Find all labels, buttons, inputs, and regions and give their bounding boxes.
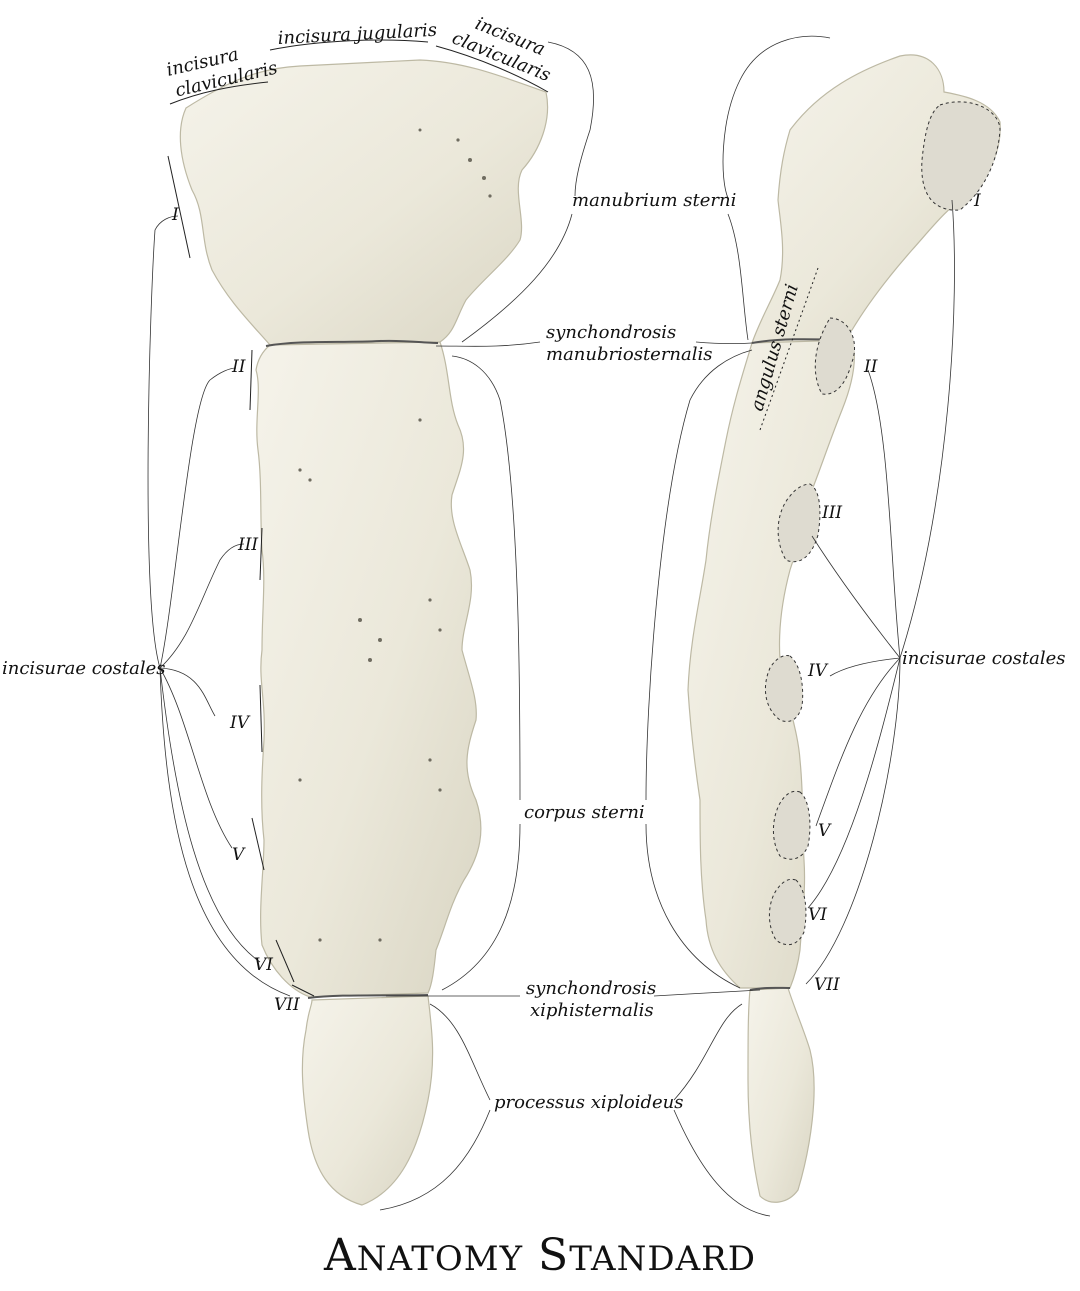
brace-clavicularis-right [435, 45, 549, 93]
rib-front-VI: VI [254, 955, 273, 975]
brand-wordmark: ANATOMY STANDARD [323, 1230, 756, 1281]
facet-I [921, 101, 1001, 211]
brace-clavicularis-left [169, 81, 269, 105]
rib-front-IV: IV [229, 713, 251, 733]
rib-side-V: V [818, 821, 832, 841]
costal-facets-side [764, 101, 1001, 946]
rib-front-III: III [237, 535, 258, 555]
rib-front-VII: VII [274, 995, 300, 1015]
rib-side-III: III [821, 503, 842, 523]
rib-side-IV: IV [807, 661, 829, 681]
rib-side-VI: VI [808, 905, 827, 925]
label-incisurae-costales-right: incisurae costales [902, 648, 1066, 669]
angulus-sterni-line [759, 267, 819, 431]
xiphoid-front [301, 995, 434, 1206]
rib-side-VII: VII [814, 975, 840, 995]
rib-side-II: II [863, 357, 878, 377]
brace-jugularis [269, 39, 429, 51]
label-corpus-sterni: corpus sterni [524, 802, 645, 823]
label-incisurae-costales-left: incisurae costales [2, 658, 166, 679]
rib-front-II: II [231, 357, 246, 377]
corpus-sterni-side [687, 339, 855, 989]
leader-lines [147, 35, 955, 1217]
sternum-front-view [167, 59, 549, 1206]
facet-V [773, 790, 811, 860]
rib-side-I: I [973, 191, 981, 211]
facet-III [777, 483, 821, 563]
facet-VI [769, 878, 807, 946]
bone-pores-front [298, 128, 492, 942]
manubriosternal-suture-front [265, 339, 439, 347]
label-synchondrosis-manubriosternalis-2: manubriosternalis [546, 344, 713, 365]
facet-II [814, 317, 856, 395]
label-synchondrosis-xiphisternalis-2: xiphisternalis [530, 1000, 654, 1021]
label-synchondrosis-xiphisternalis-1: synchondrosis [526, 978, 656, 999]
label-processus-xiphoideus: processus xiploideus [494, 1092, 684, 1113]
top-braces [169, 39, 549, 105]
xiphisternal-suture-front [307, 994, 429, 999]
label-manubrium-sterni: manubrium sterni [572, 190, 736, 211]
sternum-side-view [687, 54, 1001, 1203]
manubrium-front [179, 59, 549, 346]
label-synchondrosis-manubriosternalis-1: synchondrosis [546, 322, 676, 343]
rib-front-V: V [232, 845, 246, 865]
label-incisura-jugularis: incisura jugularis [277, 20, 437, 49]
rib-front-I: I [171, 205, 179, 225]
rib-notch-brackets-front [167, 155, 315, 997]
facet-IV [764, 655, 804, 722]
xiphoid-side [747, 987, 815, 1203]
xiphisternal-suture-side [749, 986, 791, 991]
corpus-sterni-front [255, 341, 482, 998]
